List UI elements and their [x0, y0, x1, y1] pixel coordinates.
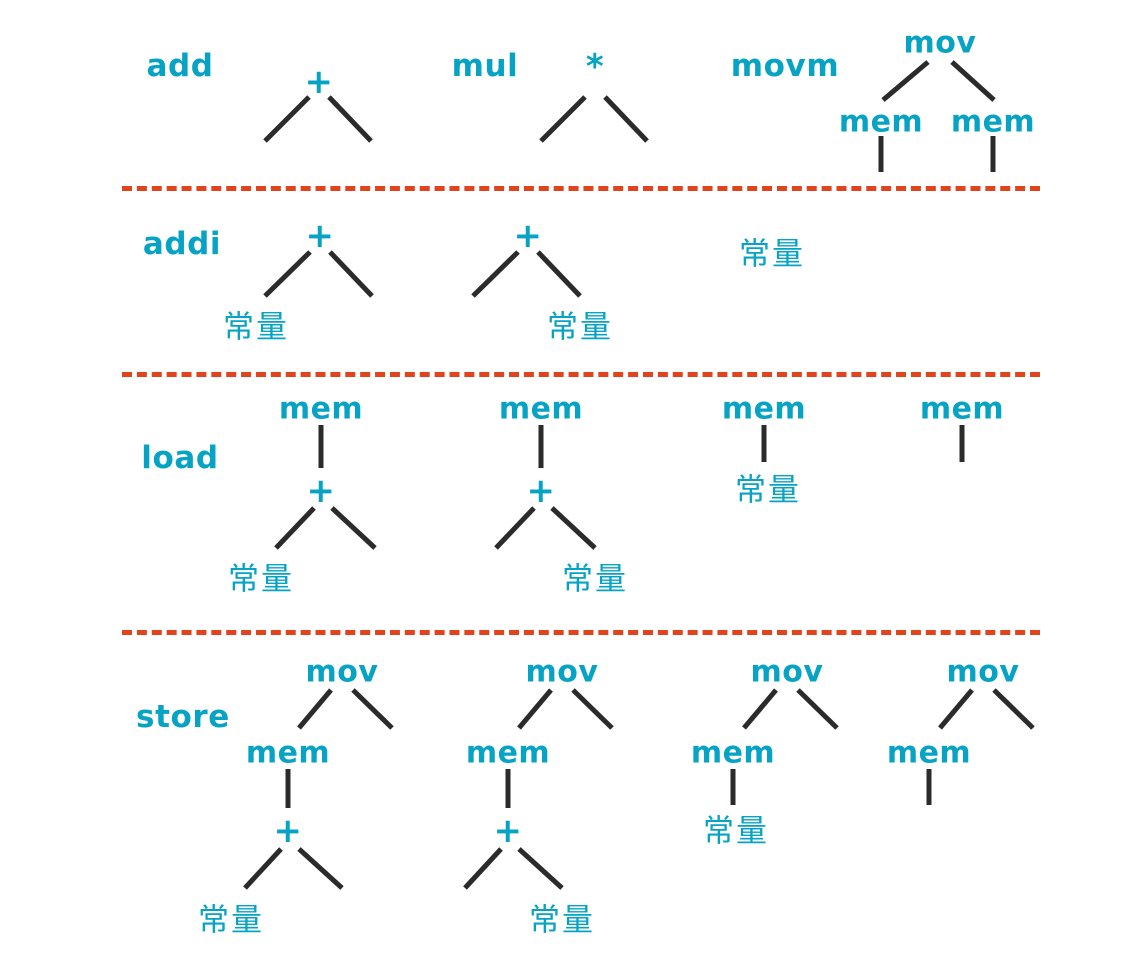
row-label-store: store: [136, 699, 230, 735]
node-r4-plus-a: +: [273, 811, 303, 851]
node-r1-mov: mov: [903, 25, 977, 61]
node-r3-const-c: 常量: [735, 472, 801, 509]
node-r3-mem-b: mem: [498, 391, 584, 427]
node-r4-mem-d: mem: [886, 735, 972, 771]
node-r2-plus-a: +: [305, 216, 335, 256]
edge-r1-mov-right: [950, 60, 996, 102]
row-label-add: add: [146, 48, 214, 84]
separator-1: [122, 186, 1040, 191]
edge-r4-d-mov-right: [992, 688, 1035, 730]
node-r3-mem-a: mem: [278, 391, 364, 427]
node-r4-const-a: 常量: [198, 902, 264, 939]
node-r3-mem-c: mem: [721, 391, 807, 427]
edge-r4-a-plus-right: [297, 847, 344, 890]
node-r1-mem-left: mem: [838, 104, 924, 140]
edge-r1-mul-left: [539, 95, 587, 143]
edge-r1-add-left: [263, 95, 311, 143]
edge-r4-b-plus-left: [463, 847, 503, 890]
node-r4-const-b: 常量: [529, 902, 595, 939]
edge-r1-add-right: [327, 95, 373, 143]
edge-r3-a-plus-left: [274, 506, 316, 550]
node-r4-mov-b: mov: [525, 654, 599, 690]
node-r4-mov-d: mov: [946, 654, 1020, 690]
edge-r3-a-plus-right: [330, 506, 377, 550]
edge-r1-mul-right: [603, 95, 649, 143]
node-r3-const-a: 常量: [228, 561, 294, 598]
edge-r2-a-left: [263, 250, 312, 298]
edge-r2-b-right: [536, 250, 582, 298]
node-r4-mem-a: mem: [245, 735, 331, 771]
edge-r4-b-plus-right: [517, 847, 564, 890]
node-r4-mem-b: mem: [465, 735, 551, 771]
edge-r4-a-plus-left: [243, 847, 283, 890]
edge-r4-b-mov-right: [571, 688, 614, 730]
node-r4-plus-b: +: [493, 811, 523, 851]
row-label-load: load: [141, 440, 219, 476]
node-r1-star: *: [585, 47, 605, 87]
edge-r1-mov-left: [881, 60, 930, 102]
node-r3-mem-d: mem: [919, 391, 1005, 427]
edge-r4-c-mov-right: [796, 688, 839, 730]
node-r4-mem-c: mem: [690, 735, 776, 771]
node-r2-plus-b: +: [513, 216, 543, 256]
node-r4-const-c: 常量: [703, 813, 769, 850]
edge-r4-a-mov-right: [351, 688, 394, 730]
edge-r4-c-mov-left: [742, 688, 778, 730]
node-r2-const-a: 常量: [223, 309, 289, 346]
edge-r2-a-right: [328, 250, 374, 298]
edge-r4-b-mov-left: [517, 688, 553, 730]
node-r1-plus: +: [304, 62, 334, 102]
node-r1-mem-right: mem: [950, 104, 1036, 140]
node-r4-mov-c: mov: [750, 654, 824, 690]
edge-r3-b-plus-left: [494, 506, 536, 550]
edge-r2-b-left: [471, 250, 520, 298]
node-r3-plus-a: +: [306, 471, 336, 511]
node-r2-const-b: 常量: [547, 309, 613, 346]
row-label-addi: addi: [142, 226, 222, 262]
separator-2: [122, 372, 1040, 377]
row-label-movm: movm: [730, 48, 840, 84]
separator-3: [122, 630, 1040, 635]
node-r3-const-b: 常量: [562, 561, 628, 598]
edge-r4-a-mov-left: [297, 688, 333, 730]
node-r2-const-c: 常量: [739, 236, 805, 273]
node-r3-plus-b: +: [526, 471, 556, 511]
node-r4-mov-a: mov: [305, 654, 379, 690]
row-label-mul: mul: [451, 48, 519, 84]
edge-r4-d-mov-left: [938, 688, 974, 730]
edge-r3-b-plus-right: [550, 506, 597, 550]
